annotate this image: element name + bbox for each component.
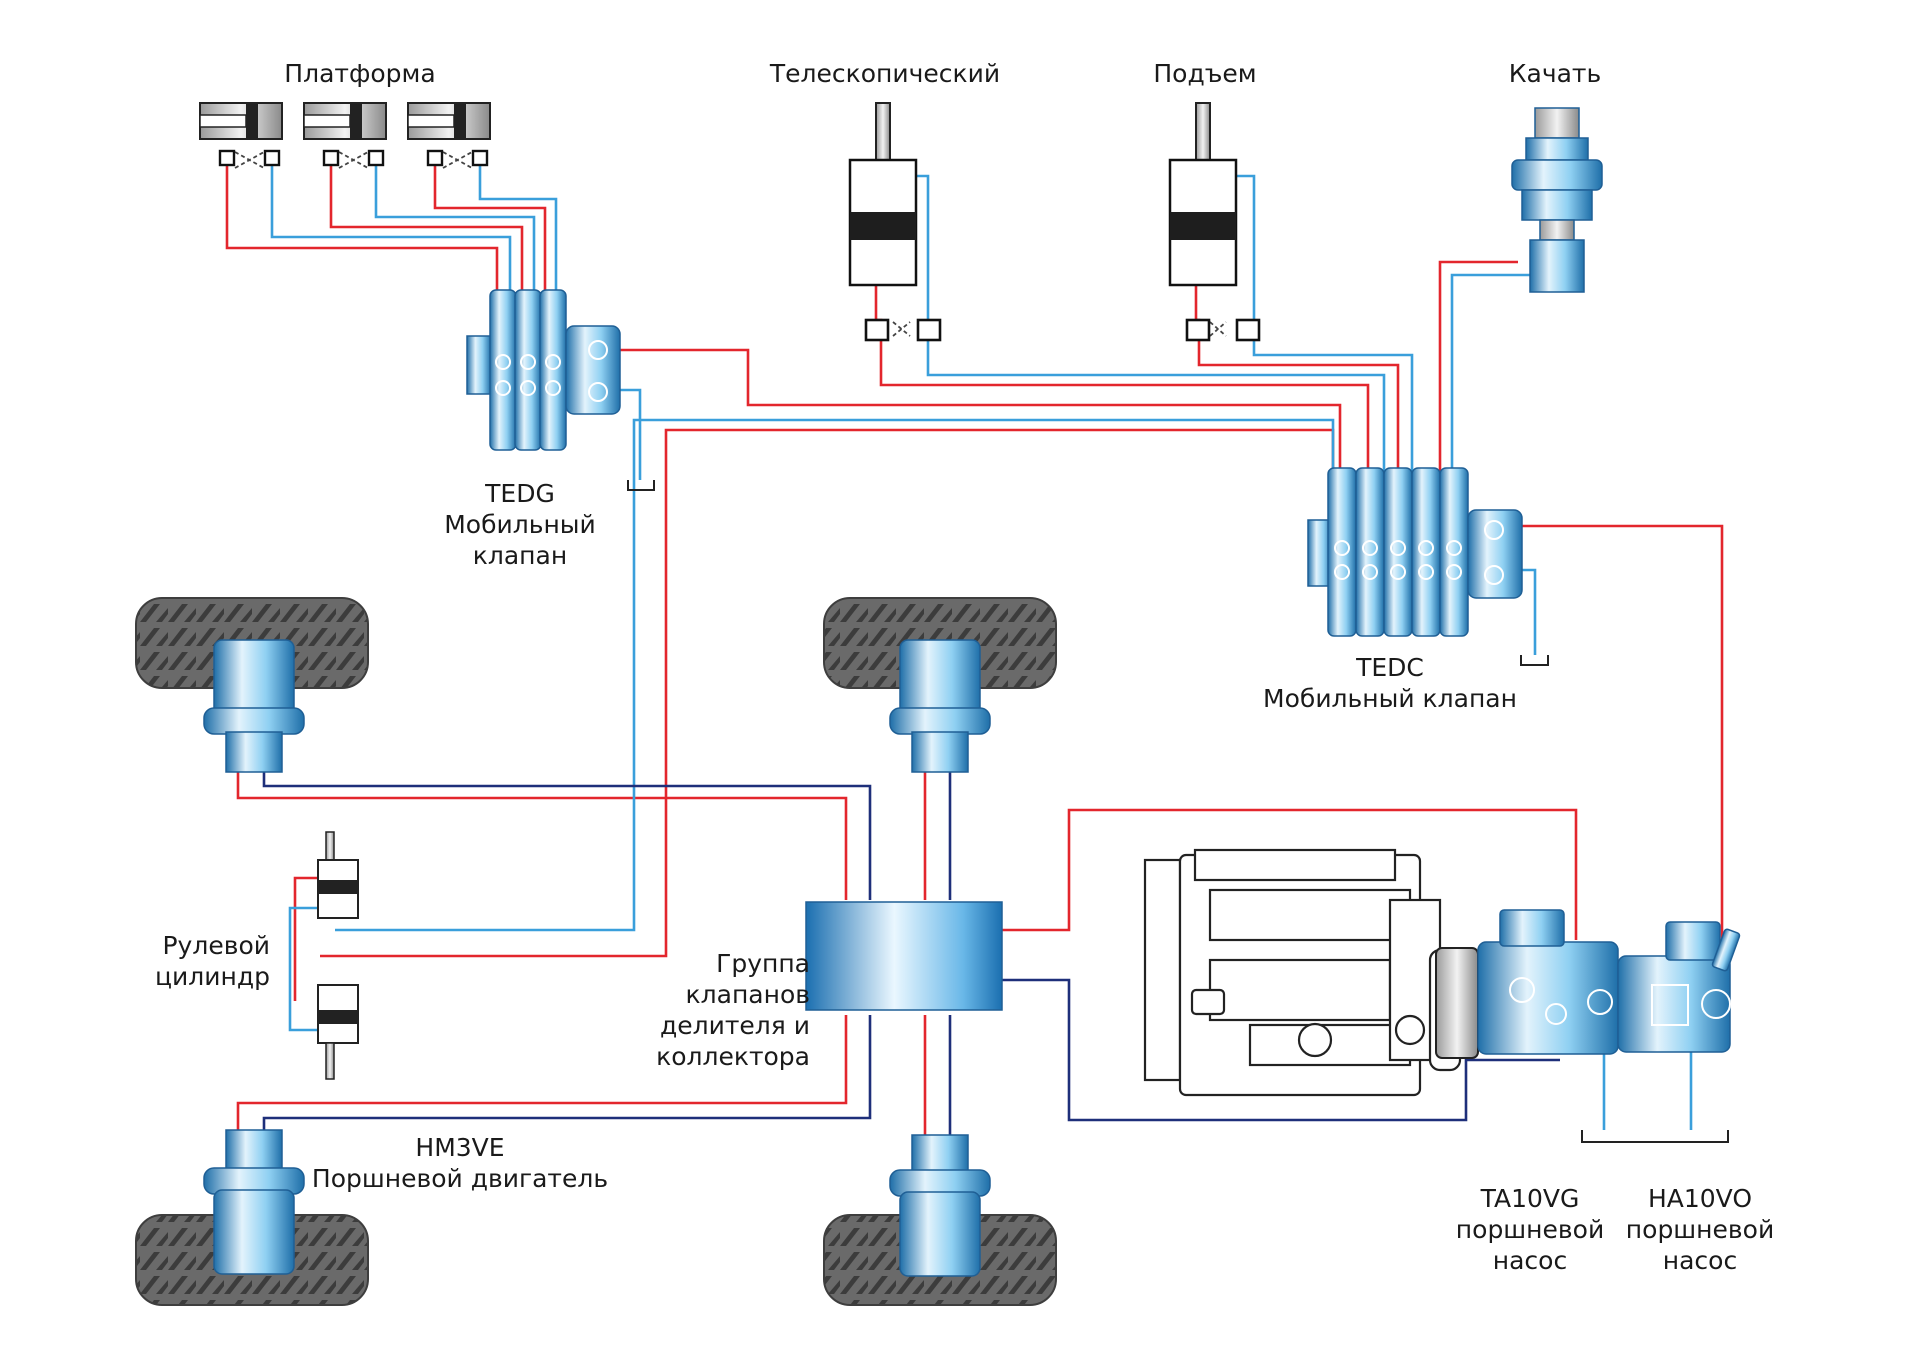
lift-label: Подъем — [1153, 59, 1257, 88]
swing-motor-icon — [1511, 107, 1603, 293]
divider-collector-valve-block — [805, 901, 1003, 1011]
tedc-label: TEDC Мобильный клапан — [1260, 652, 1520, 714]
cylinder-icon — [407, 102, 491, 167]
hm3ve-type: Поршневой двигатель — [311, 1164, 609, 1193]
telescopic-cylinder — [848, 102, 942, 342]
ha10vo-label: HA10VO поршневой насос — [1620, 1183, 1780, 1276]
hydraulic-motor-icon — [889, 639, 991, 773]
hm3ve-name: HM3VE — [415, 1133, 505, 1162]
cylinder-icon — [303, 102, 387, 167]
wheel-front-right — [823, 597, 1057, 773]
tedg-name: TEDG — [485, 479, 555, 508]
steering-cylinder-label: Рулевой цилиндр — [120, 930, 270, 992]
divider-label-line3: делителя и — [659, 1011, 810, 1040]
wheel-front-left — [135, 597, 369, 773]
ta10vg-type: поршневой — [1455, 1215, 1605, 1244]
piston-pump-icon — [1617, 921, 1741, 1053]
piston-pump-icon — [1477, 909, 1619, 1055]
wheel-rear-right — [823, 1134, 1057, 1306]
steering-label-line1: Рулевой — [162, 931, 270, 960]
platform-label: Платформа — [284, 59, 436, 88]
engine-icon — [1143, 848, 1462, 1097]
platform-cylinders — [199, 102, 491, 167]
ha10vo-type: поршневой — [1625, 1215, 1775, 1244]
tedc-name: TEDC — [1356, 653, 1424, 682]
tedc-valve-block — [1307, 467, 1523, 637]
hydraulic-motor-icon — [889, 1134, 991, 1277]
tank-symbol-icon — [627, 480, 655, 491]
flywheel-housing — [1435, 947, 1479, 1059]
divider-label-line4: коллектора — [656, 1042, 810, 1071]
ta10vg-type-2: насос — [1492, 1246, 1568, 1275]
divider-collector-label: Группа клапанов делителя и коллектора — [620, 948, 810, 1072]
ta10vg-name: TA10VG — [1480, 1184, 1580, 1213]
hydraulic-motor-icon — [203, 1129, 305, 1275]
tedg-type-2: клапан — [472, 541, 568, 570]
lift-cylinder — [1168, 102, 1261, 342]
ha10vo-name: HA10VO — [1647, 1184, 1753, 1213]
tedg-label: TEDG Мобильный клапан — [430, 478, 610, 571]
drive-lines — [262, 770, 1560, 1135]
tank-symbol-icon — [1581, 1130, 1729, 1143]
tedg-valve-block — [466, 289, 621, 451]
steering-label-line2: цилиндр — [155, 962, 270, 991]
return-lines — [270, 160, 1693, 1130]
divider-label-line2: клапанов — [685, 980, 810, 1009]
hm3ve-label: HM3VE Поршневой двигатель — [310, 1132, 610, 1194]
swing-label: Качать — [1508, 59, 1602, 88]
ta10vg-label: TA10VG поршневой насос — [1450, 1183, 1610, 1276]
steering-cylinders — [317, 831, 359, 1080]
cylinder-icon — [199, 102, 283, 167]
wheel-rear-left — [135, 1129, 369, 1306]
tedg-type: Мобильный — [444, 510, 596, 539]
tank-symbol-icon — [1520, 655, 1549, 666]
hydraulic-motor-icon — [203, 639, 305, 773]
telescopic-label: Телескопический — [769, 59, 1001, 88]
tedc-type: Мобильный клапан — [1263, 684, 1517, 713]
ha10vo-type-2: насос — [1662, 1246, 1738, 1275]
check-valve-crossings — [234, 151, 1227, 337]
divider-label-line1: Группа — [716, 949, 810, 978]
